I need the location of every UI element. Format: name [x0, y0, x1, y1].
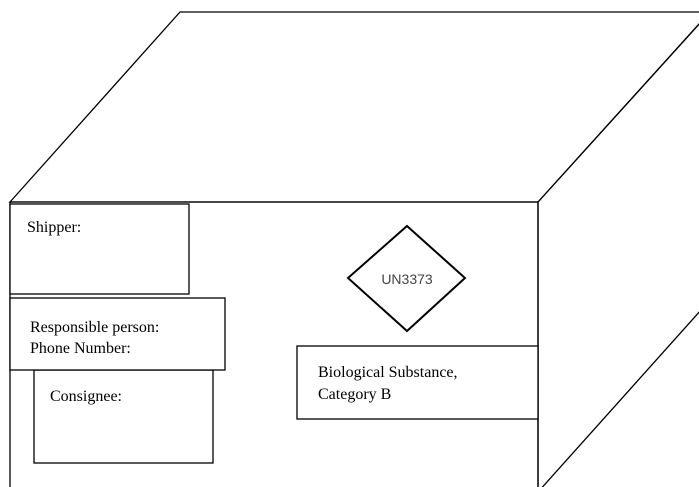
- shipper-label-box: Shipper:: [9, 203, 190, 295]
- biological-substance-label-box: Biological Substance, Category B: [296, 345, 539, 420]
- consignee-box: [33, 369, 214, 464]
- shipper-box: [9, 203, 190, 295]
- box-right-face: [537, 23, 699, 487]
- box-top-face: [8, 11, 699, 203]
- biological-substance-line2: Category B: [318, 386, 391, 403]
- consignee-label-box: Consignee:: [33, 369, 214, 464]
- consignee-label: Consignee:: [50, 388, 122, 405]
- shipper-label: Shipper:: [27, 219, 81, 236]
- un3373-diamond: [346, 224, 467, 333]
- responsible-person-label: Responsible person:: [30, 319, 159, 336]
- un3373-label: UN3373: [381, 271, 433, 287]
- responsible-person-box: [9, 297, 226, 371]
- box-front-face: [9, 201, 539, 487]
- responsible-person-label-box: Responsible person: Phone Number:: [9, 297, 226, 371]
- phone-number-label: Phone Number:: [30, 340, 131, 357]
- un3373-diamond-marking: UN3373: [346, 224, 467, 333]
- biological-substance-box: [296, 345, 539, 420]
- biological-substance-line1: Biological Substance,: [318, 364, 458, 381]
